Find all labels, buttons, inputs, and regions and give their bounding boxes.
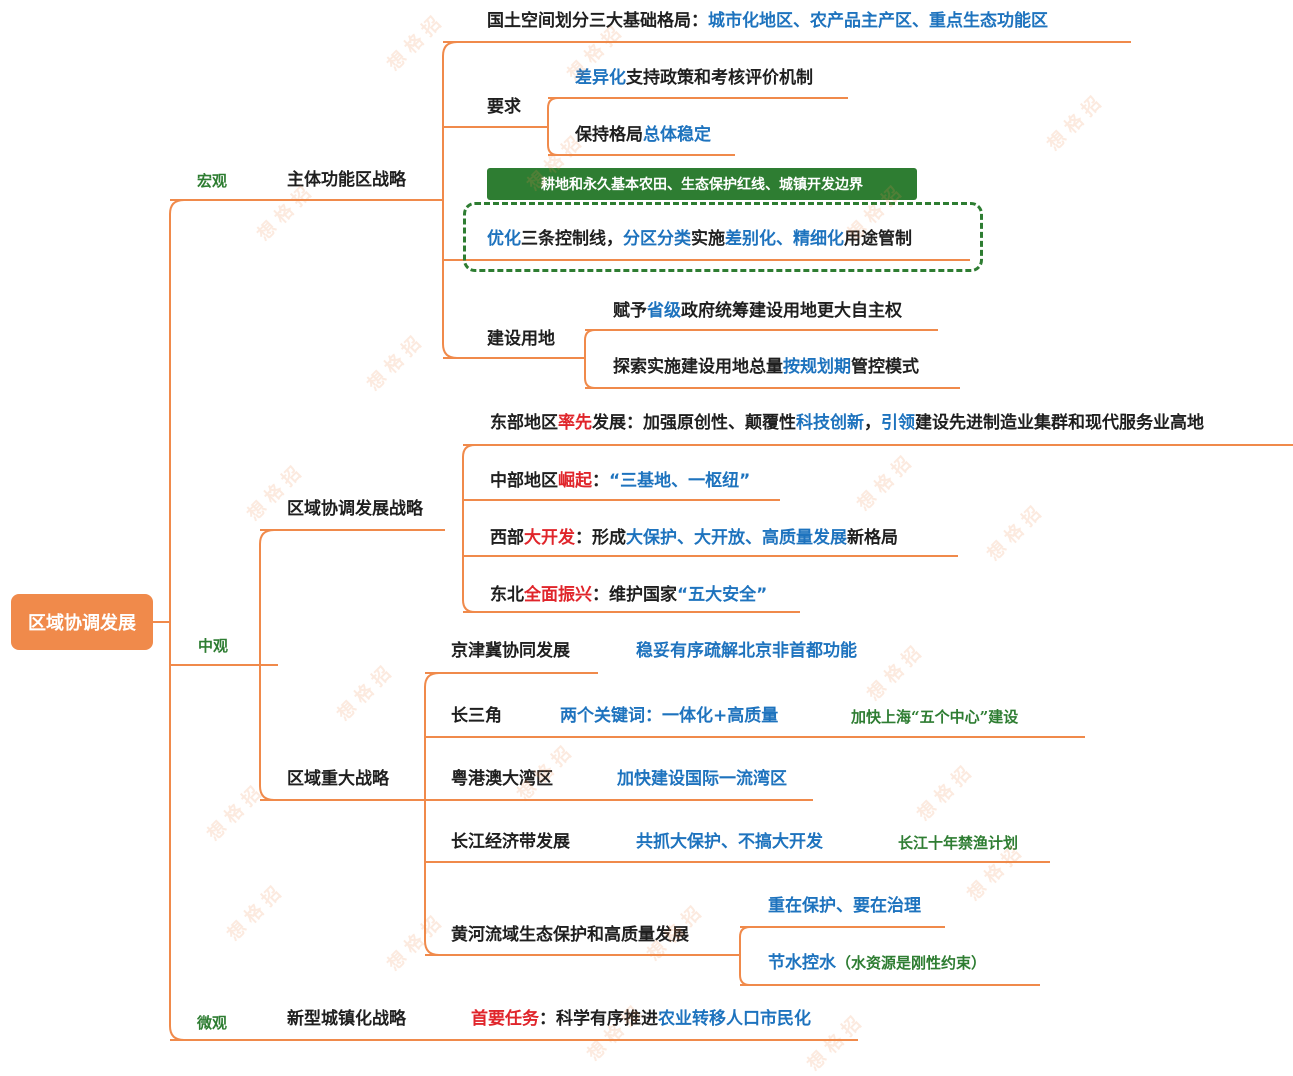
text-segment: 发展：加强原创性、颠覆性: [592, 413, 796, 433]
connector: [259, 529, 275, 801]
connector: [442, 41, 458, 359]
node-east: 东部地区率先发展：加强原创性、颠覆性科技创新，引领建设先进制造业集群和现代服务业…: [490, 412, 1204, 434]
connector: [547, 97, 559, 156]
node-gba[interactable]: 粤港澳大湾区: [451, 769, 553, 789]
node-main-function-zone[interactable]: 主体功能区战略: [287, 170, 406, 190]
level-micro: 微观: [197, 1014, 228, 1032]
text-segment: 总体稳定: [643, 125, 711, 145]
node-urban-desc: 首要任务：科学有序推进农业转移人口市民化: [471, 1008, 811, 1030]
node-jjj-desc: 稳妥有序疏解北京非首都功能: [636, 641, 857, 661]
connector: [462, 444, 476, 613]
text-segment: 差异化: [575, 68, 626, 88]
text-segment: “三基地、一枢纽”: [609, 471, 751, 491]
text-segment: 西部: [490, 528, 524, 548]
text-segment: ：形成: [575, 528, 626, 548]
connector-lines: [153, 41, 1293, 1041]
node-yangtze-note: 长江十年禁渔计划: [898, 834, 1019, 852]
text-segment: 实施: [691, 229, 725, 249]
node-csj-note: 加快上海“五个中心”建设: [851, 708, 1019, 726]
text-segment: 差别化、精细化: [725, 229, 844, 249]
text-segment: 大保护、大开放、高质量发展: [626, 528, 847, 548]
node-jjj[interactable]: 京津冀协同发展: [451, 641, 570, 661]
node-yangtze-desc: 共抓大保护、不搞大开发: [636, 832, 823, 852]
node-yellow-desc-2: 节水控水（水资源是刚性约束）: [768, 952, 986, 974]
text-segment: 按规划期: [783, 357, 851, 377]
node-construction-land[interactable]: 建设用地: [487, 329, 555, 349]
node-req-2: 保持格局总体稳定: [575, 124, 711, 146]
node-land-2: 探索实施建设用地总量按规划期管控模式: [613, 356, 919, 378]
text-segment: 农业转移人口市民化: [658, 1009, 811, 1029]
text-segment: ，: [864, 413, 881, 433]
text-segment: 大开发: [524, 528, 575, 548]
text-segment: 优化: [487, 229, 521, 249]
node-req-1: 差异化支持政策和考核评价机制: [575, 67, 813, 89]
text-segment: 用途管制: [844, 229, 912, 249]
water-control-note: （水资源是刚性约束）: [836, 954, 987, 972]
node-yellow-river[interactable]: 黄河流域生态保护和高质量发展: [451, 925, 689, 945]
node-yellow-desc-1: 重在保护、要在治理: [768, 896, 921, 916]
node-csj[interactable]: 长三角: [451, 706, 502, 726]
text-segment: 中部地区: [490, 471, 558, 491]
text-segment: 政府统筹建设用地更大自主权: [681, 301, 902, 321]
text-segment: 引领: [881, 413, 915, 433]
text-segment: 建设先进制造业集群和现代服务业高地: [915, 413, 1204, 433]
text-segment: 崛起: [558, 471, 592, 491]
node-yangtze[interactable]: 长江经济带发展: [451, 832, 570, 852]
node-csj-desc: 两个关键词：一体化+高质量: [560, 706, 779, 726]
text-segment: ：科学有序推进: [539, 1009, 658, 1029]
text-segment: 东部地区: [490, 413, 558, 433]
text-segment: 探索实施建设用地总量: [613, 357, 783, 377]
level-macro: 宏观: [197, 172, 228, 190]
node-northeast: 东北全面振兴：维护国家“五大安全”: [490, 584, 767, 606]
node-regional-coordination[interactable]: 区域协调发展战略: [287, 499, 423, 519]
node-pattern: 国土空间划分三大基础格局：城市化地区、农产品主产区、重点生态功能区: [487, 10, 1048, 32]
dashed-highlight-box: [463, 202, 983, 272]
level-meso: 中观: [198, 637, 229, 655]
text-segment: ：维护国家: [592, 585, 677, 605]
node-central: 中部地区崛起：“三基地、一枢纽”: [490, 470, 750, 492]
text-segment: 科技创新: [796, 413, 864, 433]
text-segment: 新格局: [847, 528, 898, 548]
text-segment: 首要任务: [471, 1009, 539, 1029]
connector: [424, 672, 440, 956]
text-segment: ：: [592, 471, 609, 491]
node-major-strategies[interactable]: 区域重大战略: [287, 769, 389, 789]
text-segment: “五大安全”: [677, 585, 768, 605]
connector: [169, 199, 185, 1041]
text-segment: 三条控制线，: [521, 229, 623, 249]
text-segment: 分区分类: [623, 229, 691, 249]
text-segment: 管控模式: [851, 357, 919, 377]
connector: [739, 926, 751, 986]
text-segment: 城市化地区、农产品主产区、重点生态功能区: [708, 11, 1048, 31]
root-node[interactable]: 区域协调发展: [11, 594, 153, 650]
text-segment: 率先: [558, 413, 592, 433]
node-west: 西部大开发：形成大保护、大开放、高质量发展新格局: [490, 527, 898, 549]
connector: [584, 329, 596, 389]
text-segment: 国土空间划分三大基础格局：: [487, 11, 708, 31]
node-land-1: 赋予省级政府统筹建设用地更大自主权: [613, 300, 902, 322]
water-control-text: 节水控水: [768, 953, 836, 973]
node-control-lines: 优化三条控制线，分区分类实施差别化、精细化用途管制: [487, 228, 912, 250]
node-requirement[interactable]: 要求: [487, 97, 521, 117]
tag-three-lines: 耕地和永久基本农田、生态保护红线、城镇开发边界: [487, 168, 917, 200]
text-segment: 赋予: [613, 301, 647, 321]
text-segment: 省级: [647, 301, 681, 321]
node-new-urbanization[interactable]: 新型城镇化战略: [287, 1009, 406, 1029]
text-segment: 支持政策和考核评价机制: [626, 68, 813, 88]
text-segment: 全面振兴: [524, 585, 592, 605]
node-gba-desc: 加快建设国际一流湾区: [617, 769, 787, 789]
text-segment: 东北: [490, 585, 524, 605]
text-segment: 保持格局: [575, 125, 643, 145]
